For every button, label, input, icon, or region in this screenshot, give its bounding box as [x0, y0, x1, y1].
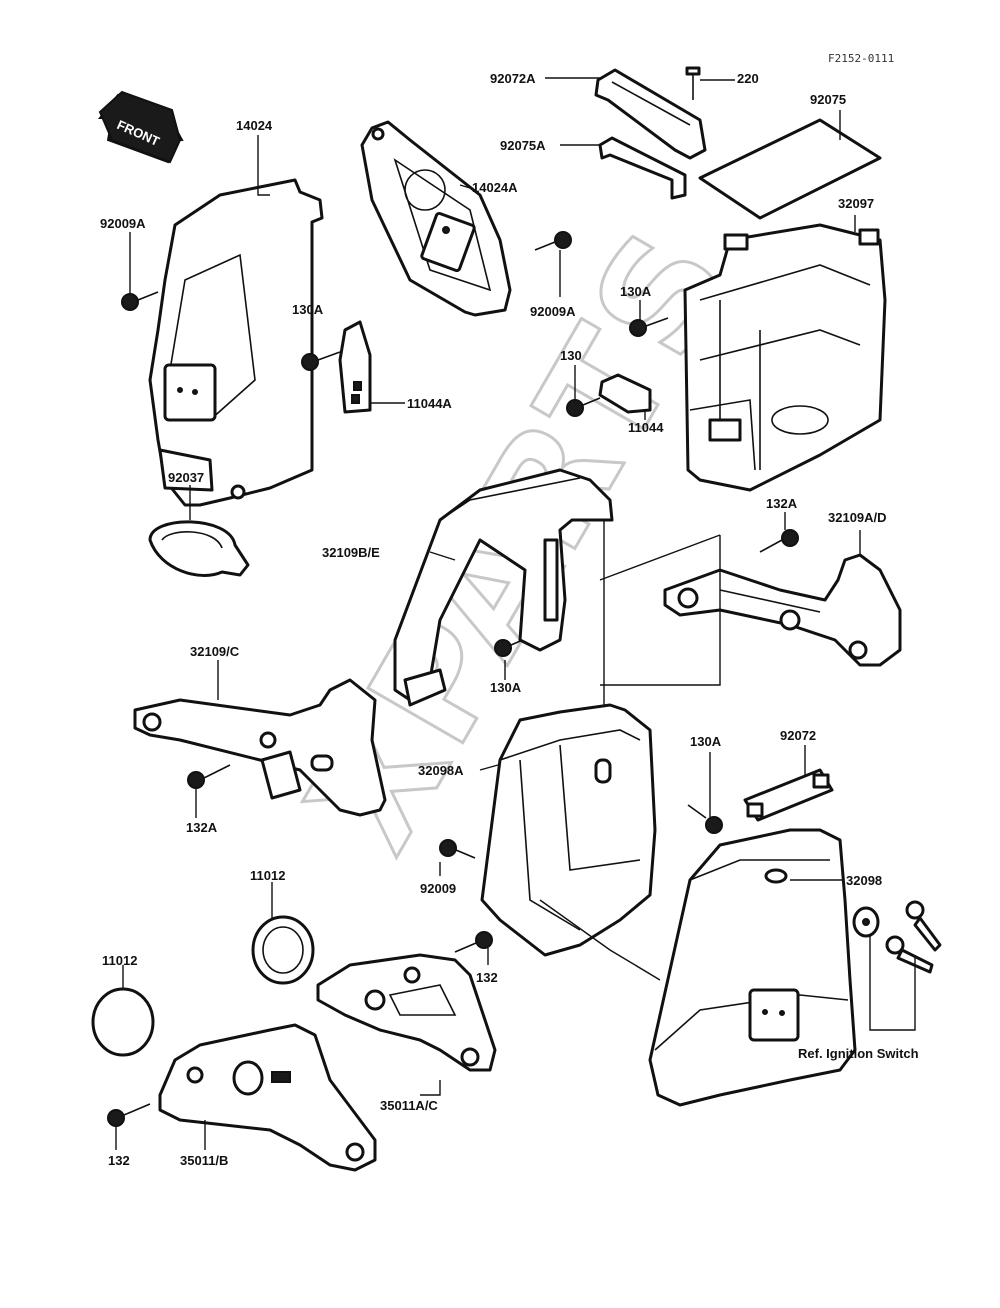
label-11044A: 11044A	[407, 396, 452, 411]
leader-lines	[115, 77, 916, 1150]
bolt-130A-b	[629, 317, 669, 337]
label-130A-d: 130A	[690, 734, 722, 749]
label-92075: 92075	[810, 92, 846, 107]
bolt-132-b	[107, 1103, 151, 1127]
label-32109BE: 32109B/E	[322, 545, 380, 560]
label-11012-a: 11012	[250, 868, 285, 883]
figure-code: F2152-0111	[828, 52, 894, 65]
bolt-132-a	[454, 931, 493, 953]
label-35011AC: 35011A/C	[380, 1098, 438, 1113]
label-11044: 11044	[628, 420, 664, 435]
key-icon	[885, 900, 942, 974]
label-130A-b: 130A	[620, 284, 652, 299]
label-92072: 92072	[780, 728, 816, 743]
label-132A-b: 132A	[186, 820, 218, 835]
label-92009: 92009	[420, 881, 456, 896]
screw-220	[685, 66, 701, 100]
side-cover-right-14024A	[360, 120, 512, 317]
strap-bracket-92072A	[594, 68, 707, 200]
ignition-switch	[852, 906, 880, 938]
strap-92072	[743, 768, 834, 822]
label-130: 130	[560, 348, 582, 363]
side-cover-left-14024	[148, 178, 324, 507]
label-11012-b: 11012	[102, 953, 137, 968]
label-32098A: 32098A	[418, 763, 464, 778]
label-32109C: 32109/C	[190, 644, 240, 659]
label-132-b: 132	[108, 1153, 130, 1168]
label-92075A: 92075A	[500, 138, 546, 153]
label-130A-a: 130A	[292, 302, 324, 317]
label-92009A-mid: 92009A	[530, 304, 576, 319]
footrest-bracket-35011AC	[316, 953, 497, 1072]
bolt-132A-b	[187, 764, 231, 789]
label-132-a: 132	[476, 970, 498, 985]
label-14024: 14024	[236, 118, 273, 133]
rear-rail-left-32109C	[133, 678, 387, 817]
bracket-11044	[598, 373, 652, 414]
bolt-130A-d	[687, 804, 723, 834]
cap-11012-b	[91, 987, 155, 1057]
label-14024A: 14024A	[472, 180, 518, 195]
cap-11012-a	[251, 915, 315, 985]
clamp-92037	[148, 520, 250, 577]
label-35011B: 35011/B	[180, 1153, 228, 1168]
outer-box-32098	[648, 828, 857, 1107]
bolt-92009A-mid	[534, 231, 572, 251]
label-92072A: 92072A	[490, 71, 536, 86]
label-220: 220	[737, 71, 759, 86]
bolt-130A-a	[301, 351, 341, 371]
label-132A-a: 132A	[766, 496, 798, 511]
label-92009A-left: 92009A	[100, 216, 146, 231]
rear-rail-right-32109AD	[663, 553, 902, 667]
bolt-132A-a	[759, 529, 799, 553]
footrest-bracket-35011B	[158, 1023, 377, 1172]
label-32109AD: 32109A/D	[828, 510, 887, 525]
battery-case-32097	[683, 223, 887, 492]
front-arrow-icon: FRONT	[97, 90, 184, 164]
label-32098: 32098	[846, 873, 882, 888]
bracket-11044A	[338, 320, 372, 414]
label-130A-c: 130A	[490, 680, 522, 695]
inner-box-32098A	[480, 703, 657, 957]
label-92037: 92037	[168, 470, 204, 485]
bolt-92009	[439, 839, 476, 859]
pad-92075	[698, 118, 882, 220]
rear-frame-32109BE	[393, 468, 614, 707]
label-32097: 32097	[838, 196, 874, 211]
label-ref-ignition-switch: Ref. Ignition Switch	[798, 1046, 919, 1061]
bolt-92009A-left	[121, 291, 159, 311]
